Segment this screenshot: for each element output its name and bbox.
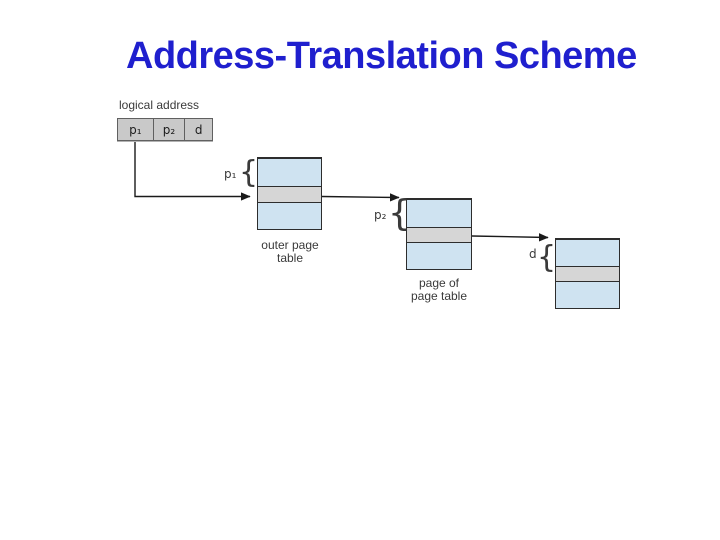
address-cell-p2: p₂ [154, 119, 186, 140]
caption-line: page table [410, 289, 468, 303]
target-page-table [555, 238, 620, 309]
caption-line: table [276, 251, 304, 265]
table-entries-above [556, 240, 619, 266]
table-entries-below [258, 202, 321, 229]
curly-brace-d: { [537, 240, 557, 275]
page-of-page-table-caption: page of page table [395, 277, 483, 303]
table-entries-above [258, 159, 321, 186]
arrow-page-table-to-target-page [471, 233, 549, 242]
address-cell-d: d [194, 122, 203, 137]
slide-title: Address-Translation Scheme [126, 35, 637, 78]
curly-brace-p2: { [388, 193, 411, 234]
caption-line: page of [418, 276, 460, 290]
table-entries-below [407, 242, 471, 269]
p2-index-label: p₂ [374, 208, 387, 222]
selected-entry-row [556, 266, 619, 282]
table-entries-above [407, 200, 471, 227]
curly-brace-p1: { [239, 155, 259, 190]
caption-line: outer page [261, 238, 319, 252]
table-entries-below [556, 282, 619, 308]
p1-index-label: p₁ [224, 167, 237, 181]
d-offset-label: d [529, 247, 537, 261]
outer-page-table-caption: outer page table [250, 239, 330, 265]
logical-address-box: p₁ p₂ d [117, 118, 213, 141]
outer-page-table [257, 157, 322, 230]
selected-entry-row [258, 185, 321, 203]
address-cell-p1: p₁ [118, 119, 154, 140]
selected-entry-row [407, 226, 471, 243]
logical-address-label: logical address [119, 98, 200, 112]
page-of-page-table [406, 198, 472, 270]
